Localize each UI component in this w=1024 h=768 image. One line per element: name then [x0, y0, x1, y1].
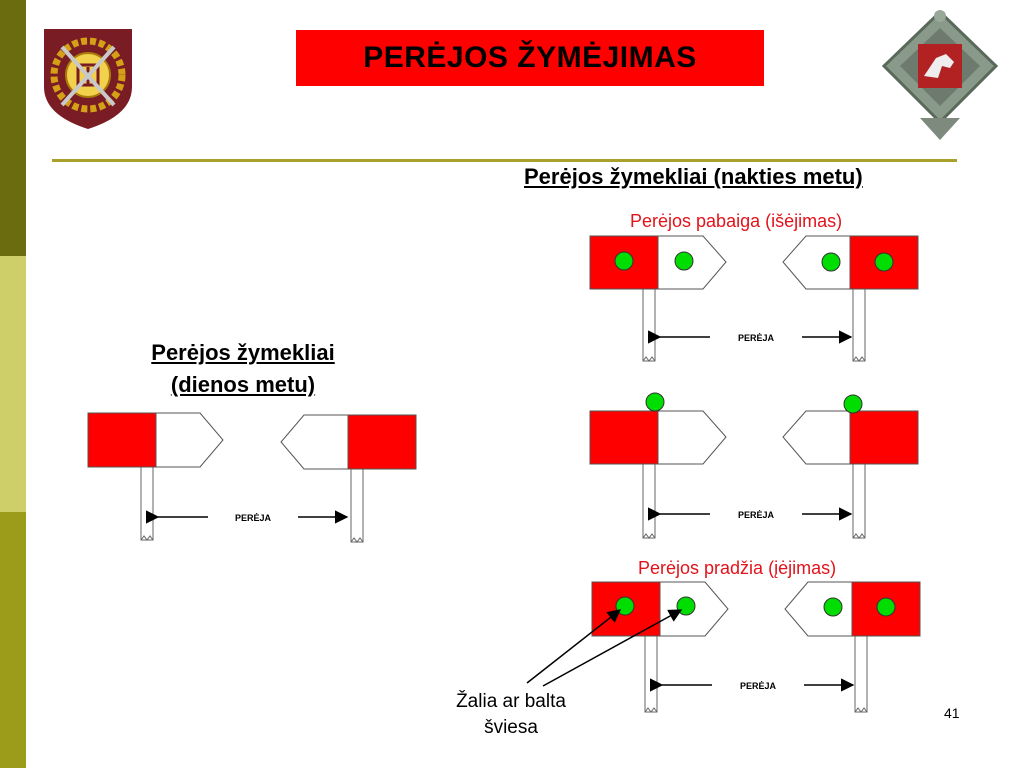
- green-light-icon: [614, 251, 634, 271]
- day-markers-heading: Perėjos žymekliai (dienos metu): [110, 337, 376, 401]
- side-band-bottom: [0, 512, 26, 768]
- day-crossing-word: PERĖJA: [235, 513, 272, 523]
- night-middle-crossing-word: PERĖJA: [738, 510, 775, 520]
- green-light-icon: [823, 597, 843, 617]
- green-light-icon: [676, 596, 696, 616]
- green-light-icon: [645, 392, 665, 412]
- green-light-icon: [821, 252, 841, 272]
- light-pointer-arrows: [526, 609, 683, 687]
- page-number: 41: [944, 705, 960, 721]
- crossing-start-label: Perėjos pradžia (įėjimas): [638, 558, 837, 578]
- green-light-icon: [874, 252, 894, 272]
- side-band-top: [0, 0, 26, 256]
- night-start-crossing-word: PERĖJA: [740, 681, 777, 691]
- day-heading-line1: Perėjos žymekliai: [151, 340, 335, 365]
- light-pointer-line1: Žalia ar balta: [456, 691, 566, 712]
- day-marker-pair: PERĖJA: [87, 412, 417, 543]
- day-right-sign: [280, 414, 417, 543]
- crossing-end-label: Perėjos pabaiga (išėjimas): [630, 211, 843, 231]
- night-end-crossing-word: PERĖJA: [738, 333, 775, 343]
- green-light-icon: [615, 596, 635, 616]
- green-light-icon: [876, 597, 896, 617]
- night-end-marker-pair: PERĖJA: [589, 235, 919, 362]
- night-middle-marker-pair: PERĖJA: [589, 392, 919, 539]
- slide-title-box: PERĖJOS ŽYMĖJIMAS: [296, 30, 764, 86]
- night-middle-right-sign: [782, 394, 919, 539]
- night-start-right-sign: [784, 581, 921, 713]
- day-left-sign: [87, 412, 224, 541]
- night-middle-left-sign: [589, 392, 727, 539]
- green-light-icon: [674, 251, 694, 271]
- night-end-right-sign: [782, 235, 919, 362]
- side-band-middle: [0, 256, 26, 512]
- night-start-marker-pair: PERĖJA: [591, 581, 921, 713]
- day-heading-line2: (dienos metu): [170, 372, 316, 397]
- green-light-icon: [843, 394, 863, 414]
- night-markers-heading: Perėjos žymekliai (nakties metu): [524, 164, 863, 189]
- slide-title: PERĖJOS ŽYMĖJIMAS: [363, 41, 697, 74]
- light-pointer-line2: šviesa: [484, 717, 538, 738]
- knight-badge-emblem: [881, 9, 999, 140]
- night-end-left-sign: [589, 235, 727, 362]
- header-divider: [52, 159, 957, 162]
- military-academy-emblem: [44, 29, 132, 129]
- light-pointer-label: Žalia ar balta šviesa: [440, 689, 582, 741]
